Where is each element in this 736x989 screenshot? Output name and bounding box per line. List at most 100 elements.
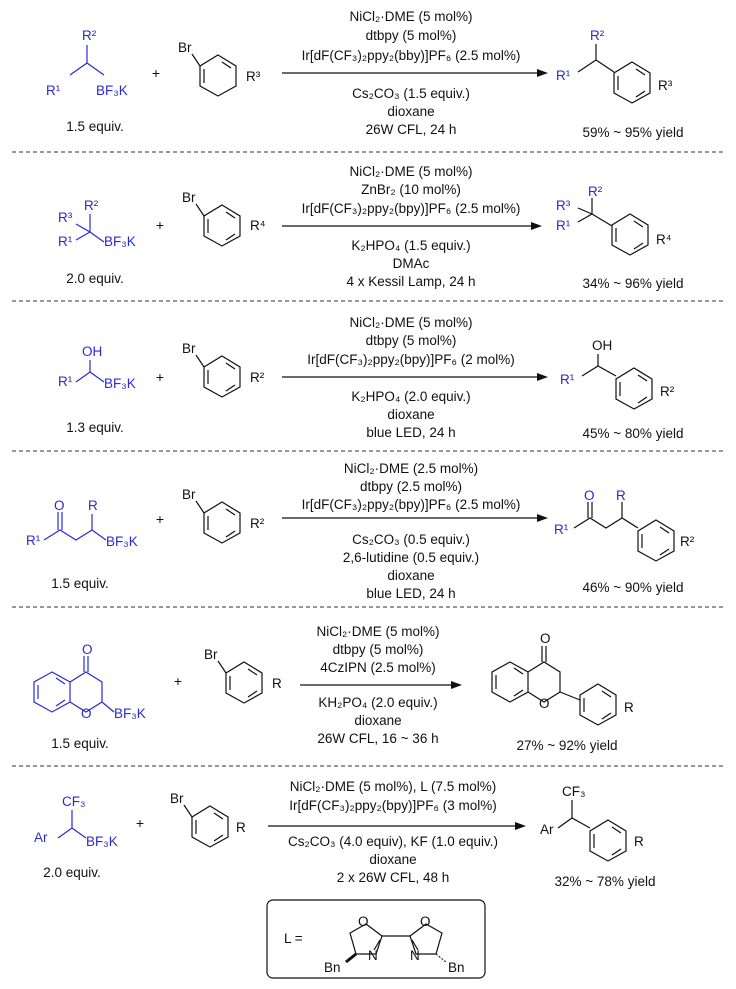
condition-line: dioxane [354, 713, 401, 728]
reaction-3: OH R¹ BF₃K 1.3 equiv. + Br R² NiCl₂·DME … [58, 315, 683, 441]
reagent-line: NiCl₂·DME (5 mol%) [317, 624, 440, 639]
condition-line: K₂HPO₄ (1.5 equiv.) [351, 238, 470, 253]
aryl-bromide-4: Br R² [182, 487, 265, 544]
yield-label: 59% ~ 95% yield [583, 125, 684, 140]
aryl-label: R² [250, 370, 265, 385]
substrate-label: CF₃ [62, 794, 86, 809]
equiv-label: 1.5 equiv. [66, 119, 124, 134]
aryl-label: Br [182, 341, 196, 356]
aryl-bromide-6: Br R [170, 791, 246, 848]
condition-line: 26W CFL, 24 h [366, 122, 457, 137]
equiv-label: 1.5 equiv. [51, 576, 109, 591]
substrate-label: BF₃K [104, 376, 136, 391]
yield-label: 27% ~ 92% yield [517, 738, 618, 753]
reagent-line: NiCl₂·DME (5 mol%), L (7.5 mol%) [290, 779, 497, 794]
ligand-atom: N [410, 948, 420, 963]
product-label: R¹ [554, 522, 569, 537]
condition-line: dioxane [387, 568, 434, 583]
aryl-bromide-2: Br R⁴ [182, 190, 266, 247]
ligand-atom: Bn [448, 960, 465, 975]
substrate-label: R² [84, 198, 99, 213]
product-label: R³ [556, 198, 571, 213]
substrate-label: BF₃K [114, 706, 146, 721]
ligand-atom: N [368, 948, 378, 963]
product-4: O R R¹ R² [554, 488, 695, 562]
product-label: OH [592, 338, 612, 353]
reaction-4: O R R¹ BF₃K 1.5 equiv. + Br R² NiCl₂·DME… [26, 461, 695, 601]
aryl-label: Br [204, 647, 218, 662]
product-label: R² [660, 384, 675, 399]
condition-line: 4 x Kessil Lamp, 24 h [346, 274, 475, 289]
reagent-line: dtbpy (5 mol%) [366, 333, 457, 348]
substrate-2: R² R³ R¹ BF₃K [58, 198, 136, 249]
yield-label: 45% ~ 80% yield [583, 426, 684, 441]
product-label: R¹ [556, 218, 571, 233]
reagent-line: NiCl₂·DME (5 mol%) [350, 315, 473, 330]
product-label: R¹ [560, 372, 575, 387]
substrate-label: R² [82, 28, 97, 43]
substrate-label: Ar [34, 830, 48, 845]
product-label: R⁴ [656, 232, 672, 247]
substrate-label: R¹ [58, 234, 73, 249]
product-label: R² [680, 534, 695, 549]
condition-line: blue LED, 24 h [366, 586, 455, 601]
product-label: O [540, 631, 551, 646]
condition-line: blue LED, 24 h [366, 425, 455, 440]
ligand-atom: O [420, 914, 431, 929]
ligand-box: L = O O N N Bn Bn [266, 899, 486, 979]
reagent-line: 4CzIPN (2.5 mol%) [320, 660, 436, 675]
aryl-label: R³ [246, 69, 261, 84]
substrate-label: R³ [58, 210, 73, 225]
product-label: R [624, 700, 634, 715]
substrate-label: R [88, 498, 98, 513]
reaction-2: R² R³ R¹ BF₃K 2.0 equiv. + Br R⁴ NiCl₂·D… [58, 164, 683, 291]
condition-line: K₂HPO₄ (2.0 equiv.) [351, 389, 470, 404]
equiv-label: 2.0 equiv. [43, 865, 101, 880]
substrate-3: OH R¹ BF₃K [58, 344, 136, 391]
aryl-label: R² [250, 516, 265, 531]
condition-line: dioxane [387, 104, 434, 119]
product-label: O [584, 488, 595, 503]
product-label: R [634, 834, 644, 849]
condition-line: Cs₂CO₃ (1.5 equiv.) [352, 86, 470, 101]
substrate-label: O [81, 706, 92, 721]
reagent-line: Ir[dF(CF₃)₂ppy₂(bpy)]PF₆ (2.5 mol%) [302, 201, 521, 216]
aryl-bromide-5: Br R [204, 647, 282, 704]
product-label: R² [590, 28, 605, 43]
yield-label: 46% ~ 90% yield [583, 580, 684, 595]
substrate-label: BF₃K [96, 83, 128, 98]
substrate-6: CF₃ Ar BF₃K [34, 794, 118, 849]
aryl-label: R [272, 676, 282, 691]
product-label: CF₃ [562, 784, 586, 799]
product-1: R² R¹ R³ [556, 28, 673, 104]
reagent-line: dtbpy (5 mol%) [333, 642, 424, 657]
yield-label: 34% ~ 96% yield [583, 276, 684, 291]
product-2: R² R³ R¹ R⁴ [556, 184, 672, 256]
product-label: R³ [658, 78, 673, 93]
arrow-head [537, 373, 548, 381]
aryl-label: R [236, 820, 246, 835]
condition-line: dioxane [387, 407, 434, 422]
reagent-line: Ir[dF(CF₃)₂ppy₂(bpy)]PF₆ (2 mol%) [307, 352, 514, 367]
reagent-line: dtbpy (2.5 mol%) [360, 479, 462, 494]
ligand-atom: Bn [324, 960, 341, 975]
substrate-label: OH [82, 344, 102, 359]
reagent-line: NiCl₂·DME (5 mol%) [350, 9, 473, 24]
product-3: OH R¹ R² [560, 338, 675, 410]
arrow-head [515, 822, 526, 830]
yield-label: 32% ~ 78% yield [555, 874, 656, 889]
equiv-label: 1.3 equiv. [66, 420, 124, 435]
aryl-bromide-1: Br R³ [178, 40, 261, 97]
plus-sign: + [136, 815, 144, 831]
substrate-label: R¹ [58, 374, 73, 389]
substrate-label: BF₃K [86, 834, 118, 849]
arrow-head [451, 681, 462, 689]
product-6: CF₃ Ar R [540, 784, 644, 862]
substrate-label: O [54, 498, 65, 513]
plus-sign: + [156, 511, 164, 527]
substrate-4: O R R¹ BF₃K [26, 498, 138, 549]
condition-line: DMAc [393, 256, 430, 271]
product-label: R [616, 488, 626, 503]
product-label: O [539, 696, 550, 711]
substrate-label: BF₃K [106, 534, 138, 549]
